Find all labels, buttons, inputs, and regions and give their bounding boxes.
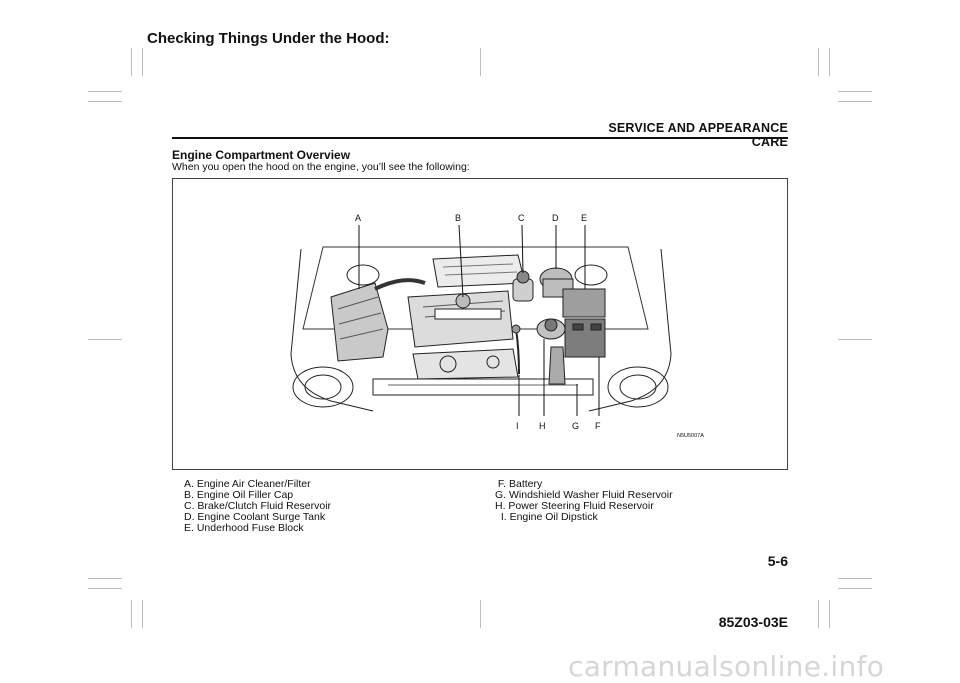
- callout-d: D: [552, 213, 559, 223]
- callout-a: A: [355, 213, 361, 223]
- legend-item: D. Engine Coolant Surge Tank: [184, 511, 326, 523]
- crop-mark: [818, 600, 819, 628]
- crop-mark: [88, 101, 122, 102]
- legend-item: E. Underhood Fuse Block: [184, 522, 304, 534]
- header-rule: [172, 137, 788, 139]
- callout-h: H: [539, 421, 546, 431]
- callout-g: G: [572, 421, 579, 431]
- callout-e: E: [581, 213, 587, 223]
- crop-mark: [88, 588, 122, 589]
- crop-mark: [838, 339, 872, 340]
- crop-mark: [838, 578, 872, 579]
- figure-code: N5U5007A: [677, 433, 704, 439]
- document-code: 85Z03-03E: [718, 614, 788, 630]
- crop-mark: [838, 91, 872, 92]
- crop-mark: [838, 588, 872, 589]
- crop-mark: [480, 600, 481, 628]
- engine-figure: A B C D E I H G F N5U5007A: [172, 178, 788, 470]
- engine-illustration: A B C D E I H G F N5U5007A: [290, 213, 704, 439]
- legend-left: A. Engine Air Cleaner/Filter B. Engine O…: [184, 479, 331, 534]
- legend-item: H. Power Steering Fluid Reservoir: [495, 500, 654, 512]
- crop-mark: [88, 91, 122, 92]
- callout-f: F: [595, 421, 601, 431]
- crop-mark: [131, 48, 132, 76]
- legend-item: G. Windshield Washer Fluid Reservoir: [495, 489, 673, 501]
- legend-item: C. Brake/Clutch Fluid Reservoir: [184, 500, 332, 512]
- section-title: SERVICE AND APPEARANCE CARE: [608, 121, 788, 149]
- crop-mark: [480, 48, 481, 76]
- crop-mark: [829, 48, 830, 76]
- callout-c: C: [518, 213, 525, 223]
- crop-mark: [818, 48, 819, 76]
- callout-b: B: [455, 213, 461, 223]
- crop-mark: [829, 600, 830, 628]
- crop-mark: [142, 48, 143, 76]
- crop-mark: [131, 600, 132, 628]
- callout-i: I: [516, 421, 519, 431]
- legend-item: F. Battery: [495, 478, 543, 490]
- crop-mark: [88, 578, 122, 579]
- crop-mark: [88, 339, 122, 340]
- page-header: Checking Things Under the Hood:: [147, 30, 390, 47]
- legend-item: B. Engine Oil Filler Cap: [184, 489, 294, 501]
- page-number: 5-6: [767, 553, 788, 569]
- legend-item: A. Engine Air Cleaner/Filter: [184, 478, 311, 490]
- watermark: carmanualsonline.info: [568, 650, 885, 683]
- crop-mark: [142, 600, 143, 628]
- legend-item: I. Engine Oil Dipstick: [495, 511, 598, 523]
- page-title: Engine Compartment Overview: [172, 148, 351, 162]
- intro-text: When you open the hood on the engine, yo…: [172, 161, 470, 173]
- crop-mark: [838, 101, 872, 102]
- legend-right: F. Battery G. Windshield Washer Fluid Re…: [495, 479, 673, 523]
